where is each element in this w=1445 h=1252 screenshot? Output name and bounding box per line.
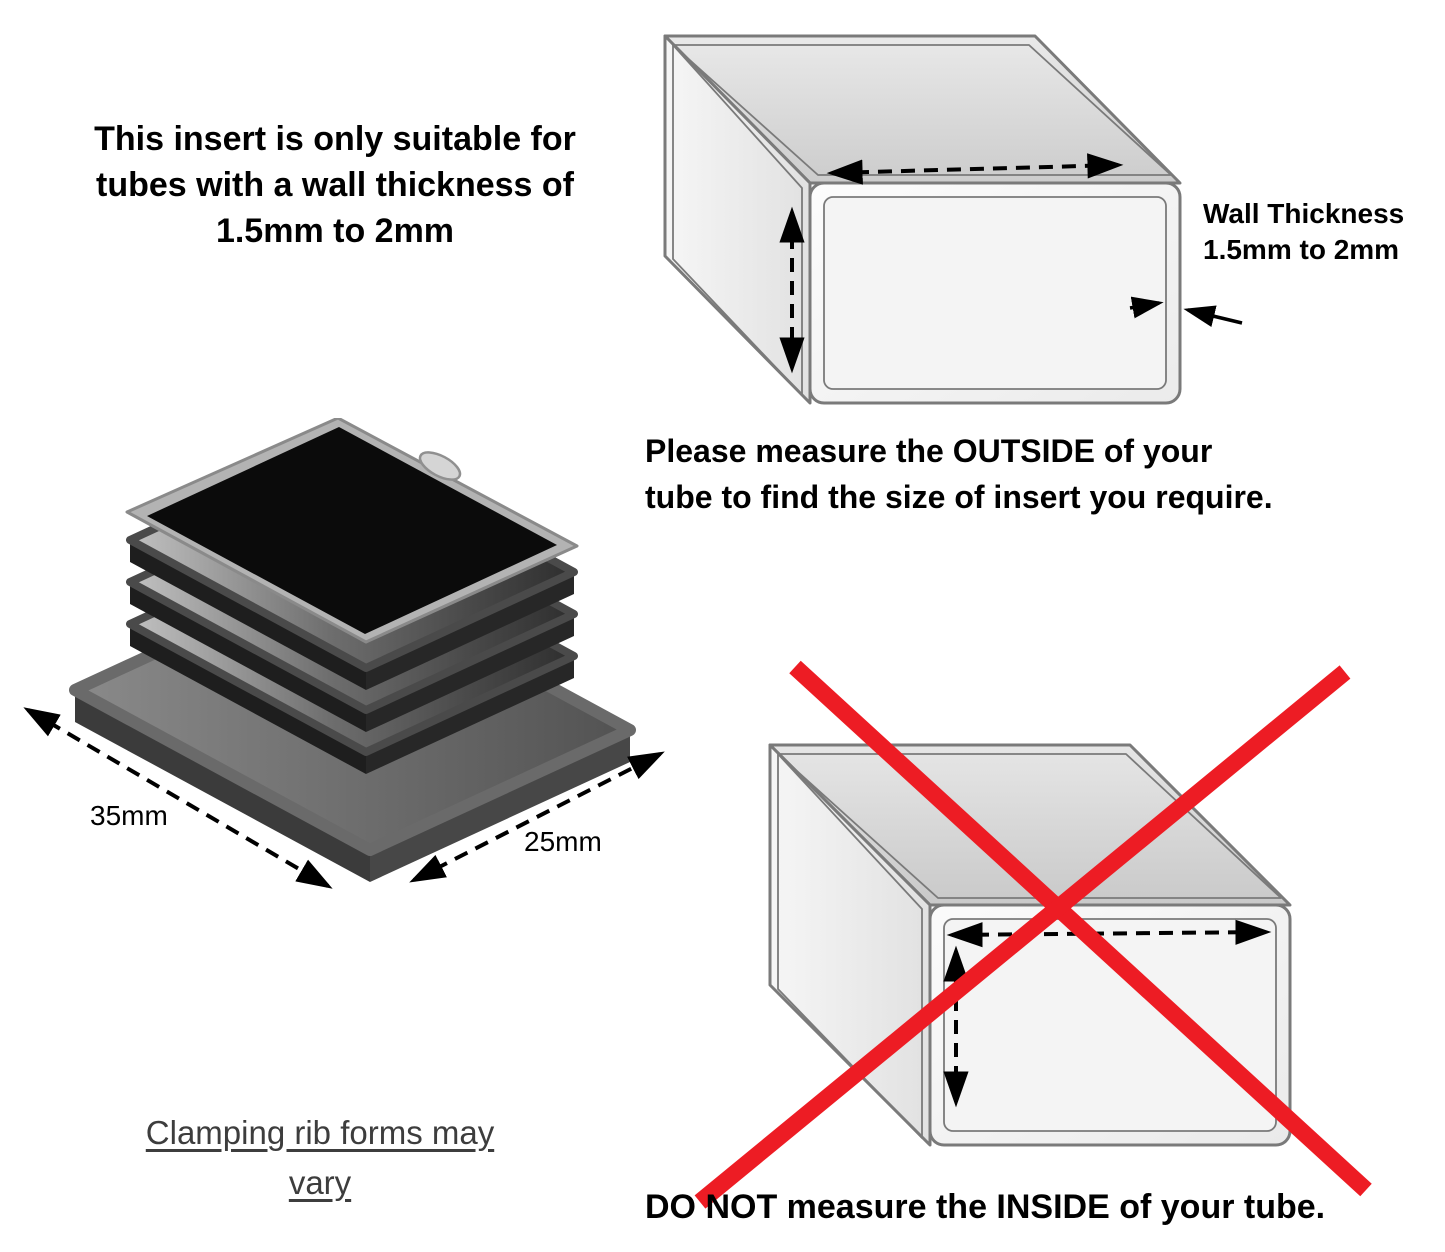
intro-line-1: This insert is only suitable for <box>94 120 576 158</box>
dim-arrow-35mm <box>23 707 333 889</box>
tube-left-face-inner-line <box>672 44 803 396</box>
dimension-label-35mm: 35mm <box>90 800 168 831</box>
measure-width-arrow <box>826 153 1124 185</box>
wall-thickness-line-1: Wall Thickness <box>1203 198 1405 229</box>
dimension-label-25mm: 25mm <box>524 826 602 857</box>
clamping-note-line-1: Clamping rib forms may <box>145 1114 495 1151</box>
measure-outside-note: Please measure the OUTSIDE of your tube … <box>645 428 1405 521</box>
tube-left-face <box>663 34 812 405</box>
measure-outside-line-1: Please measure the OUTSIDE of your <box>645 433 1213 469</box>
intro-line-2: tubes with a wall thickness of <box>96 166 574 205</box>
wall-thickness-pointer-arrows <box>1129 296 1243 327</box>
measure-outside-line-2: tube to find the size of insert you requ… <box>645 479 1273 516</box>
do-not-note: DO NOT measure the INSIDE of your tube. <box>645 1188 1326 1226</box>
insert-top-opening <box>125 418 579 644</box>
insert-top-tab <box>418 451 462 481</box>
wall-thickness-line-2: 1.5mm to 2mm <box>1203 234 1400 266</box>
tube-wall-inner-edge <box>823 196 1167 390</box>
clamping-note: Clamping rib forms may vary <box>85 1108 555 1207</box>
tube2-left-face-inner-line <box>777 753 923 1139</box>
clamping-note-line-2: vary <box>288 1163 352 1201</box>
tube-outside-diagram <box>663 34 1243 405</box>
inside-width-arrow <box>946 919 1272 948</box>
insert-product-photo <box>23 418 665 889</box>
red-cross-icon <box>694 660 1372 1209</box>
tube2-top-face-inner-line <box>777 753 1282 899</box>
wall-thickness-label: Wall Thickness 1.5mm to 2mm <box>1203 196 1445 269</box>
dim-arrow-25mm <box>409 751 665 883</box>
intro-text: This insert is only suitable for tubes w… <box>50 116 620 255</box>
intro-line-3: 1.5mm to 2mm <box>215 212 455 251</box>
tube-inside-crossed-diagram <box>694 660 1372 1209</box>
